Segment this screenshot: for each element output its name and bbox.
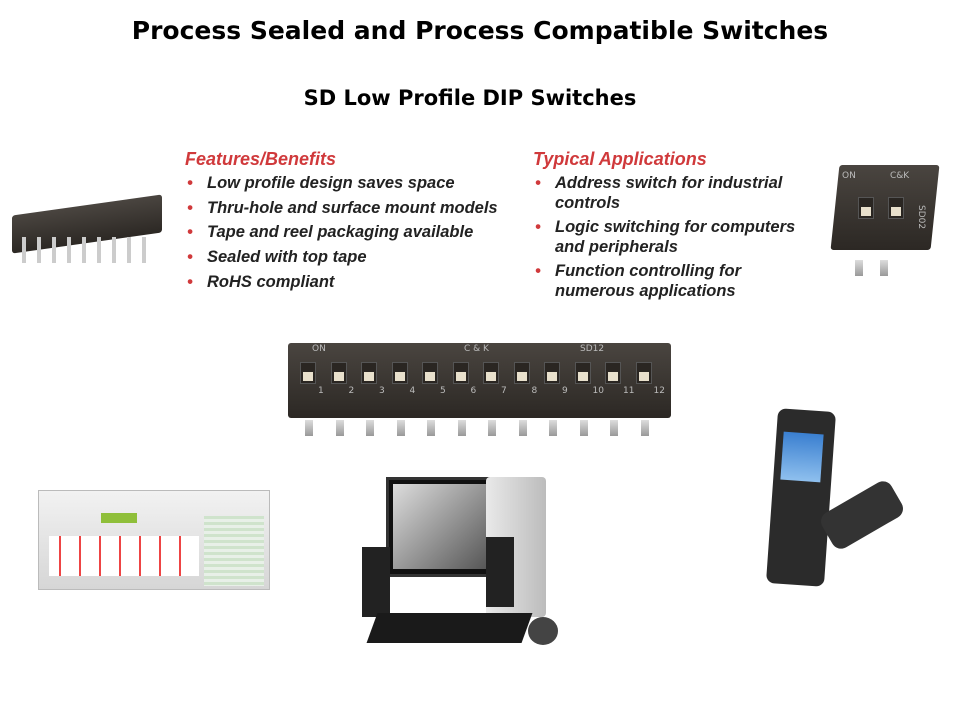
switch-number-label: 1 xyxy=(318,386,324,396)
small-switch-model-label: SD02 xyxy=(916,205,926,230)
switch-actuator xyxy=(300,362,316,384)
dip-switch-photo-left xyxy=(12,194,164,265)
feature-item: RoHS compliant xyxy=(185,272,525,292)
applications-heading: Typical Applications xyxy=(533,149,707,169)
switch-actuator xyxy=(635,362,652,384)
switch-pin xyxy=(366,420,374,436)
switch-pin xyxy=(427,420,435,436)
feature-item: Low profile design saves space xyxy=(185,173,525,193)
switch-pin xyxy=(305,420,313,436)
switch-number-label: 6 xyxy=(470,386,477,396)
switch-pin xyxy=(457,420,466,436)
switch-actuator xyxy=(422,362,438,384)
switch-pin xyxy=(396,420,405,436)
switch-pin xyxy=(335,420,344,436)
switch-actuator xyxy=(391,362,408,384)
switch-number-label: 11 xyxy=(623,386,635,396)
switch-pin xyxy=(610,420,618,436)
switch-actuator xyxy=(452,362,469,384)
switch-number-label: 9 xyxy=(562,386,568,396)
features-heading: Features/Benefits xyxy=(185,149,337,169)
features-panel: Features/Benefits Low profile design sav… xyxy=(185,149,525,296)
desktop-computer-photo xyxy=(360,475,570,655)
switch-actuator xyxy=(330,362,347,384)
switch-pin xyxy=(579,420,588,436)
main-switch-on-label: ON xyxy=(312,344,326,354)
switch-actuator xyxy=(513,362,530,384)
switch-pin xyxy=(549,420,557,436)
switch-actuator xyxy=(605,362,621,384)
small-dip-switch-photo: ON C&K SD02 xyxy=(830,165,945,290)
switch-number-label: 2 xyxy=(348,386,355,396)
industrial-controller-photo xyxy=(38,490,270,590)
switch-number-label: 10 xyxy=(592,386,604,396)
slide-title: Process Sealed and Process Compatible Sw… xyxy=(131,16,829,45)
switch-actuator xyxy=(574,362,591,384)
slide-subtitle: SD Low Profile DIP Switches xyxy=(303,86,637,110)
switch-number-label: 3 xyxy=(379,386,385,396)
switch-pin xyxy=(640,420,649,436)
switch-number-label: 8 xyxy=(531,386,538,396)
small-switch-on-label: ON xyxy=(842,171,856,181)
application-item: Function controlling for numerous applic… xyxy=(533,261,823,301)
applications-panel: Typical Applications Address switch for … xyxy=(533,149,823,305)
switch-pin xyxy=(488,420,496,436)
application-item: Logic switching for computers and periph… xyxy=(533,217,823,257)
feature-item: Tape and reel packaging available xyxy=(185,222,525,242)
switch-actuator xyxy=(361,362,377,384)
feature-item: Thru-hole and surface mount models xyxy=(185,198,525,218)
feature-item: Sealed with top tape xyxy=(185,247,525,267)
switch-actuator xyxy=(544,362,560,384)
switch-number-label: 12 xyxy=(653,386,665,396)
main-switch-model-label: SD12 xyxy=(580,344,605,354)
small-switch-brand-label: C&K xyxy=(890,171,910,181)
application-item: Address switch for industrial controls xyxy=(533,173,823,213)
switch-actuator xyxy=(483,362,499,384)
main-switch-brand-label: C & K xyxy=(464,344,489,354)
switch-number-label: 5 xyxy=(440,386,446,396)
switch-number-label: 4 xyxy=(409,386,416,396)
switch-number-label: 7 xyxy=(501,386,507,396)
switch-pin xyxy=(518,420,527,436)
handheld-scanner-photo xyxy=(752,405,912,590)
